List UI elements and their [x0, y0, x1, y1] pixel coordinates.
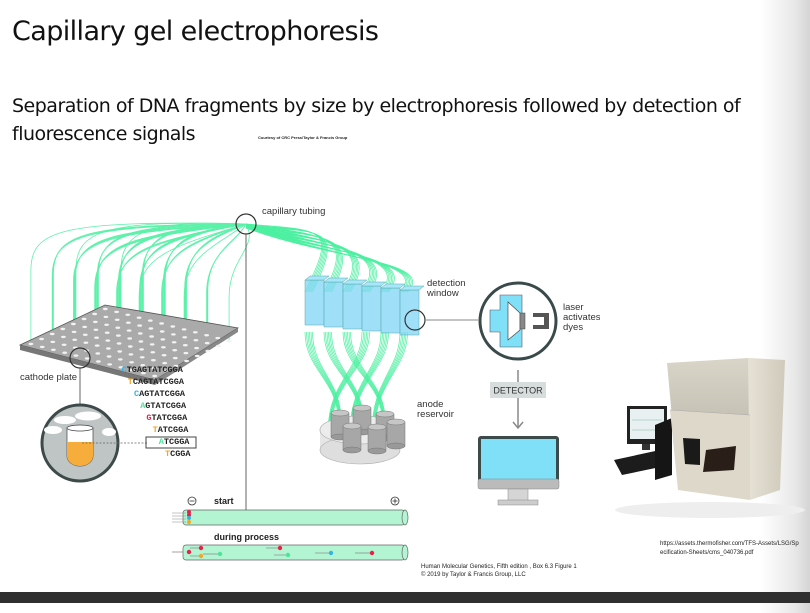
fragment-bases: ATCGGA: [158, 425, 190, 435]
terminal-base: A: [159, 437, 165, 447]
fragment-bases: TCGGA: [164, 437, 190, 447]
fragment-bases: CAGTATCGGA: [133, 377, 185, 387]
svg-text:reservoir: reservoir: [417, 409, 454, 420]
bottom-bar: [0, 592, 810, 603]
terminal-base: T: [165, 449, 170, 459]
capillary-during-process: during process: [172, 532, 409, 561]
source-url: https://assets.thermofisher.com/TFS-Asse…: [660, 541, 799, 556]
fragment-bases: CGGA: [170, 449, 191, 459]
terminal-base: G: [146, 413, 151, 423]
dna-fragment: TCAGTATCGGA: [128, 377, 185, 387]
label-start: start: [214, 496, 234, 506]
capillary-fibers: [30, 222, 250, 374]
detection-window: [304, 275, 425, 336]
fragment-bases: TGAGTATCGGA: [127, 365, 184, 375]
monitor-icon: [477, 436, 560, 506]
svg-text:dyes: dyes: [563, 322, 583, 333]
fragment-bases: AGTATCGGA: [139, 389, 186, 399]
dna-fragment: CAGTATCGGA: [134, 389, 186, 399]
label-cathode-plate: cathode plate: [20, 372, 77, 383]
anode-reservoir: [319, 404, 406, 465]
slide-subtitle: Separation of DNA fragments by size by e…: [12, 95, 741, 145]
fragment-bases: TATCGGA: [152, 413, 189, 423]
dna-fragment: ATCGGA: [159, 437, 191, 447]
laser-detection-magnifier: [478, 281, 558, 361]
caption-line-2: © 2019 by Taylor & Francis Group, LLC: [421, 572, 526, 578]
detector-box: [490, 382, 546, 398]
caption-line-1: Human Molecular Genetics, Fifth edition …: [421, 564, 577, 570]
terminal-base: T: [128, 377, 133, 387]
terminal-base: T: [153, 425, 158, 435]
terminal-base: C: [122, 365, 127, 375]
dna-fragment: AGTATCGGA: [140, 401, 187, 411]
svg-text:activates: activates: [563, 312, 600, 323]
svg-text:window: window: [426, 288, 459, 299]
dna-fragment-list: CTGAGTATCGGATCAGTATCGGACAGTATCGGAAGTATCG…: [122, 365, 192, 459]
terminal-base: A: [140, 401, 146, 411]
label-detection-window: detection: [427, 278, 466, 289]
detector-label: DETECTOR: [493, 386, 543, 396]
label-anode-reservoir: anode: [417, 399, 443, 410]
terminal-base: C: [134, 389, 139, 399]
dna-fragment: TCGGA: [165, 449, 191, 459]
label-during-process: during process: [214, 532, 279, 542]
dna-fragment: CTGAGTATCGGA: [122, 365, 184, 375]
highlighted-fragment-box: [145, 436, 197, 449]
dna-fragment: TATCGGA: [153, 425, 190, 435]
dna-fragment: GTATCGGA: [146, 413, 188, 423]
fragment-bases: GTATCGGA: [145, 401, 187, 411]
figure-caption: Human Molecular Genetics, Fifth edition …: [421, 563, 577, 579]
slide-title: Capillary gel electrophoresis: [12, 16, 379, 47]
capillary-start: start: [172, 496, 409, 526]
label-capillary-tubing: capillary tubing: [262, 206, 325, 217]
electrophoresis-diagram: capillary tubing cathode plate detection…: [18, 206, 600, 561]
sample-well-zoom: [40, 403, 148, 483]
sequencer-instrument-image: [614, 358, 805, 518]
courtesy-credit: Courtesy of CRC Press/Taylor & Francis G…: [258, 135, 348, 140]
label-laser: laser: [563, 302, 584, 313]
